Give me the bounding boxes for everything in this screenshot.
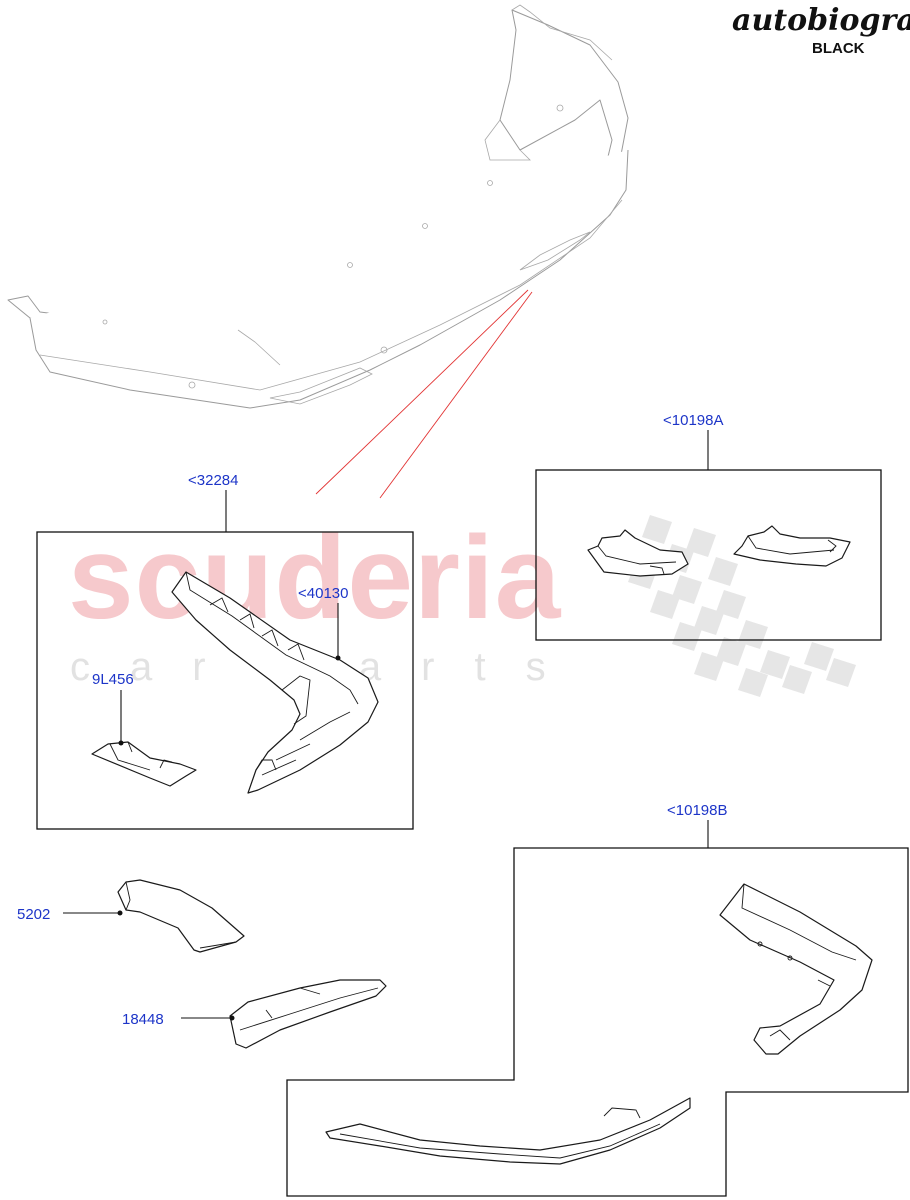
callout-5202[interactable]: 5202 bbox=[17, 906, 50, 923]
callout-10198b[interactable]: <10198B bbox=[667, 802, 727, 819]
leader-dot bbox=[335, 655, 341, 661]
callout-40130[interactable]: <40130 bbox=[298, 585, 348, 602]
group-box-32284 bbox=[36, 531, 414, 830]
bumper-trim-piece bbox=[229, 979, 387, 1049]
air-duct bbox=[117, 879, 245, 953]
leader-dot bbox=[229, 1015, 235, 1021]
trim-label: BLACK bbox=[812, 40, 865, 57]
callout-18448[interactable]: 18448 bbox=[122, 1011, 164, 1028]
brand-script: autobiography bbox=[732, 3, 910, 38]
group-box-10198b bbox=[286, 847, 909, 1197]
watermark-text: scuderia bbox=[68, 512, 562, 644]
rear-bumper-assembly bbox=[7, 4, 629, 409]
side-trim-bracket bbox=[719, 883, 873, 1055]
leader-dot bbox=[117, 910, 123, 916]
left-lower-bracket-pair bbox=[587, 525, 851, 577]
callout-9l456[interactable]: 9L456 bbox=[92, 671, 134, 688]
watermark-checker-flag bbox=[628, 515, 856, 697]
small-mounting-bracket bbox=[91, 741, 197, 787]
highlight-line bbox=[315, 289, 529, 495]
lower-finisher-strip bbox=[325, 1097, 691, 1165]
leader-dot bbox=[118, 740, 124, 746]
callout-10198a[interactable]: <10198A bbox=[663, 412, 723, 429]
highlight-line bbox=[379, 291, 533, 499]
callout-32284[interactable]: <32284 bbox=[188, 472, 238, 489]
bumper-corner-bracket bbox=[171, 571, 379, 794]
